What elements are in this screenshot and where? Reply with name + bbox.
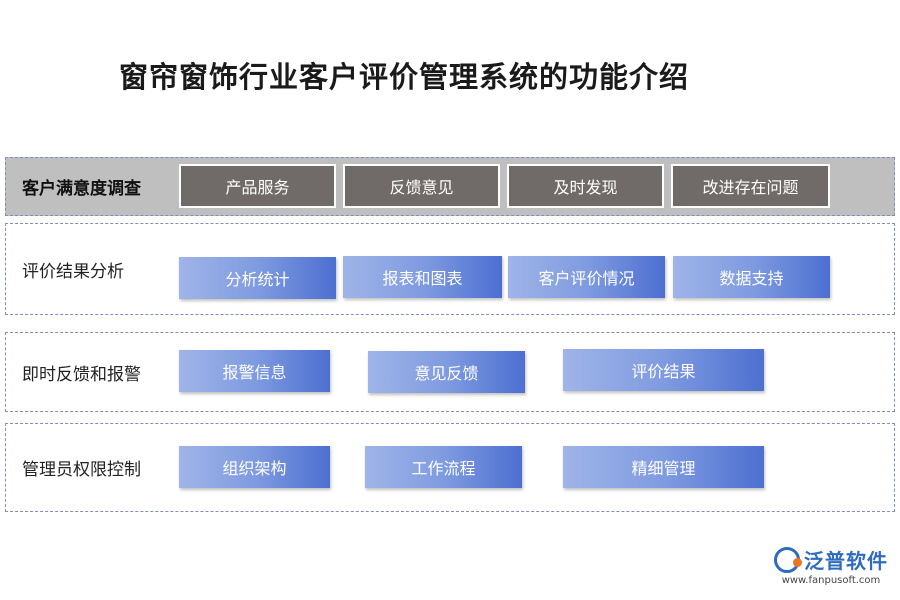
page-title: 窗帘窗饰行业客户评价管理系统的功能介绍 (119, 60, 690, 94)
row-instant-feedback-and-alarm: 即时反馈和报警 报警信息 意见反馈 评价结果 (5, 332, 895, 412)
feature-box: 意见反馈 (368, 351, 525, 393)
feature-box: 报表和图表 (343, 256, 502, 298)
feature-box: 工作流程 (365, 446, 522, 488)
feature-box: 组织架构 (179, 446, 330, 488)
brand-url: www.fanpusoft.com (781, 575, 881, 586)
row-customer-satisfaction-survey: 客户满意度调查 产品服务 反馈意见 及时发现 改进存在问题 (5, 157, 895, 216)
feature-box: 反馈意见 (343, 164, 500, 208)
row-label: 管理员权限控制 (22, 460, 141, 480)
feature-box: 数据支持 (673, 256, 830, 298)
feature-box: 报警信息 (179, 350, 330, 392)
brand-name: 泛普软件 (804, 549, 888, 573)
brand-logo-icon (774, 546, 802, 573)
brand-logo: 泛普软件 www.fanpusoft.com (774, 545, 888, 586)
feature-box: 评价结果 (563, 349, 764, 391)
row-admin-permission-control: 管理员权限控制 组织架构 工作流程 精细管理 (5, 423, 895, 512)
feature-box: 改进存在问题 (671, 164, 830, 208)
row-label: 客户满意度调查 (22, 179, 141, 199)
feature-box: 分析统计 (179, 257, 336, 299)
row-label: 即时反馈和报警 (22, 364, 141, 385)
row-evaluation-result-analysis: 评价结果分析 分析统计 报表和图表 客户评价情况 数据支持 (5, 223, 895, 315)
feature-box: 产品服务 (179, 164, 336, 208)
feature-box: 精细管理 (563, 446, 764, 488)
row-label: 评价结果分析 (22, 261, 124, 282)
feature-box: 客户评价情况 (508, 256, 665, 298)
feature-box: 及时发现 (507, 164, 664, 208)
